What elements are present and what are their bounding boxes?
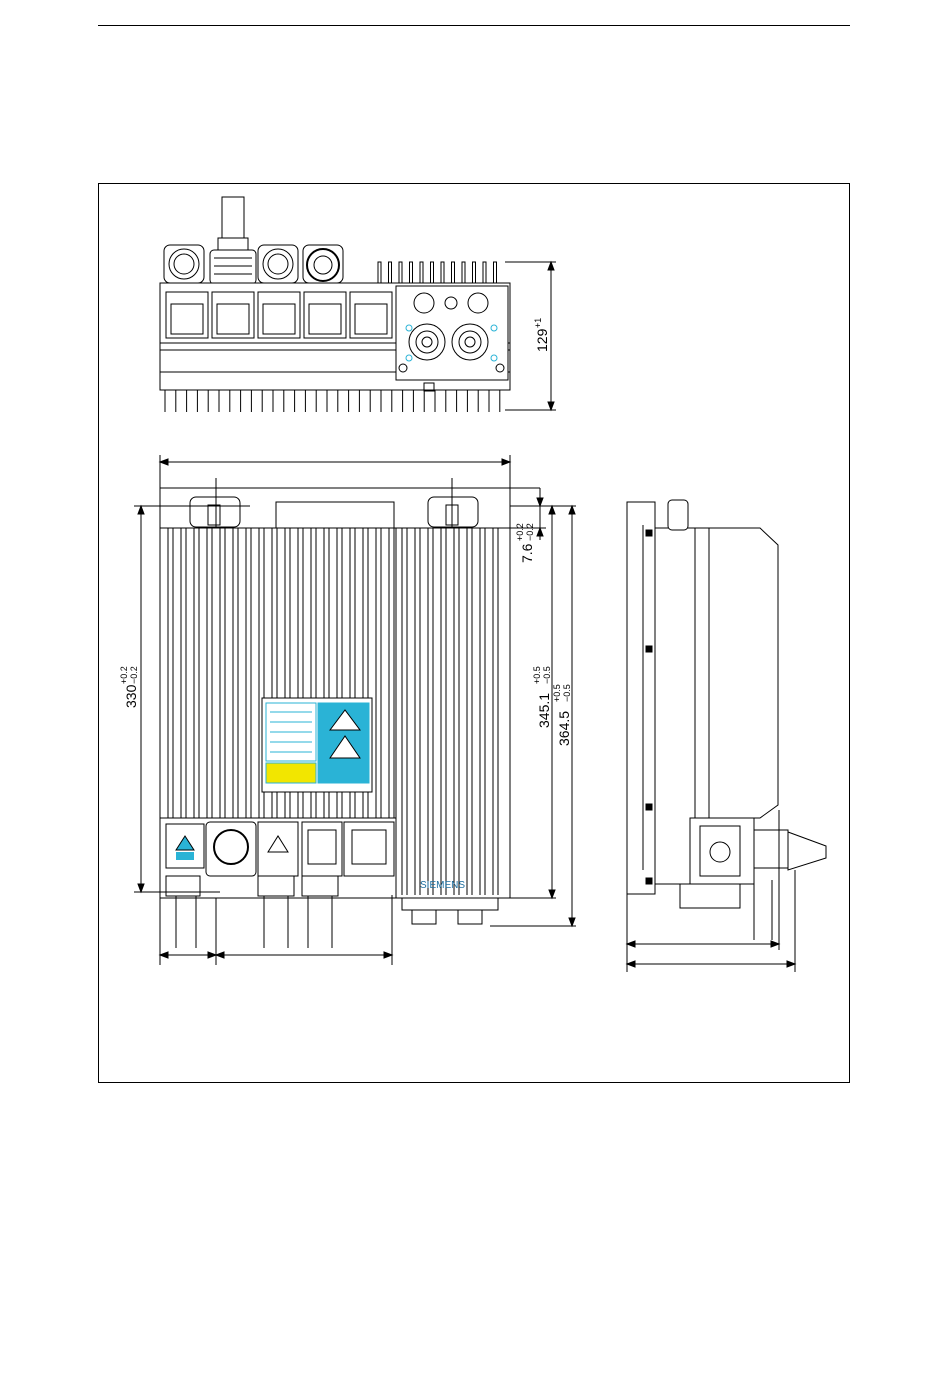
top-module (212, 292, 254, 338)
brand-label: SIEMENS (420, 880, 465, 891)
top-module (350, 292, 392, 338)
side-view (627, 500, 826, 972)
top-fin (399, 262, 402, 286)
top-fin (420, 262, 423, 286)
top-fin (378, 262, 381, 286)
dim-345-1-tol-minus: −0.5 (542, 666, 552, 684)
top-fin (410, 262, 413, 286)
dim-364-5-tol-plus: +0.5 (552, 684, 562, 702)
dim-7-6: 7.6 (519, 543, 535, 563)
top-view (160, 197, 556, 412)
top-gland-2 (210, 250, 256, 284)
top-fin (473, 262, 476, 286)
dim-330-tol-plus: +0.2 (119, 666, 129, 684)
rating-label (262, 698, 372, 792)
dim-7-6-tol-plus: +0.2 (515, 523, 525, 541)
top-gland-3 (258, 245, 298, 283)
dim-330: 330 (123, 684, 139, 708)
top-fin (452, 262, 455, 286)
top-fin (494, 262, 497, 286)
top-fin (483, 262, 486, 286)
top-gland-4 (303, 245, 343, 283)
dim-129: 129 (534, 328, 550, 352)
top-connector-modules (166, 292, 392, 338)
dim-345-1-tol-plus: +0.5 (532, 666, 542, 684)
top-module (166, 292, 208, 338)
top-fin (462, 262, 465, 286)
top-fin (441, 262, 444, 286)
top-gland-1 (164, 245, 204, 283)
top-cooling-fins (378, 262, 497, 286)
dim-364-5-tol-minus: −0.5 (562, 684, 572, 702)
top-fin (431, 262, 434, 286)
top-bottom-fins (165, 390, 500, 412)
dim-129-tol: +1 (533, 318, 543, 328)
top-module (258, 292, 300, 338)
dim-330-tol-minus: −0.2 (129, 666, 139, 684)
dim-364-5: 364.5 (556, 711, 572, 746)
front-view (134, 455, 576, 965)
dim-345-1: 345.1 (536, 693, 552, 728)
top-module (304, 292, 346, 338)
top-fin (389, 262, 392, 286)
dim-7-6-tol-minus: −0.2 (525, 523, 535, 541)
